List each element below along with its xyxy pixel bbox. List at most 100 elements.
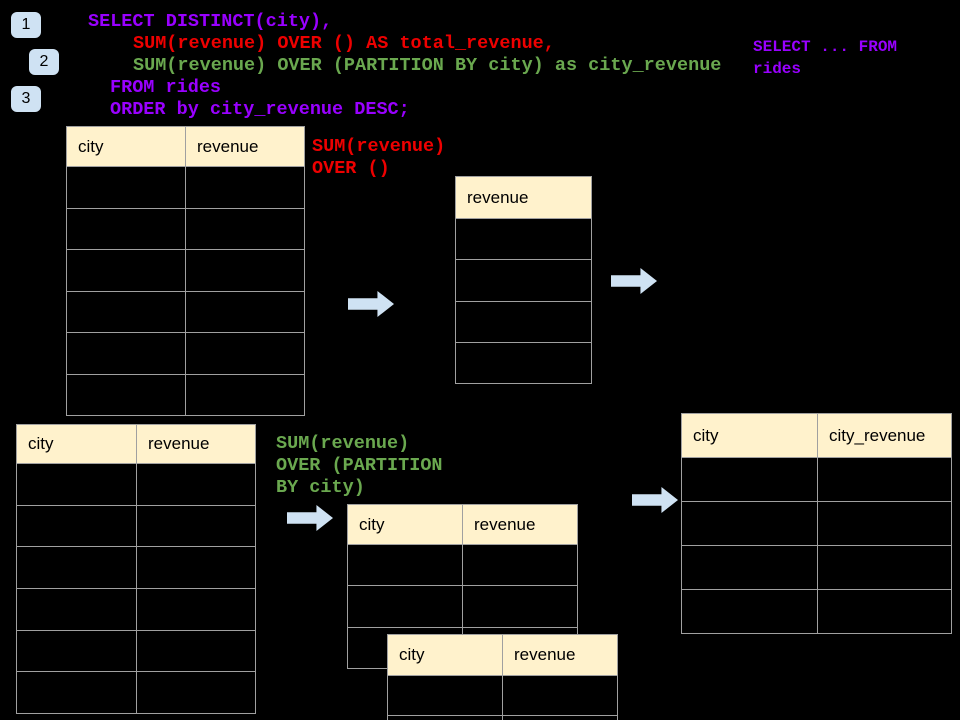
table-cell: [137, 464, 256, 506]
table-cell: [682, 502, 818, 546]
table-cell: [186, 291, 305, 333]
sql-line-sum-over-total: SUM(revenue) OVER () AS total_revenue,: [133, 33, 555, 54]
table-cell: [818, 590, 952, 634]
table-row: [388, 716, 618, 720]
table-cell: [348, 586, 463, 628]
table-row: [67, 333, 305, 375]
column-header: revenue: [456, 177, 592, 219]
side-code-select-from-rides: SELECT ... FROM rides: [753, 38, 898, 78]
column-header: revenue: [503, 635, 618, 676]
table-cell: [456, 219, 592, 261]
table-cell: [682, 546, 818, 590]
table-row: [348, 586, 578, 628]
table-cell: [503, 716, 618, 720]
sql-line-select: SELECT DISTINCT(city),: [88, 11, 333, 32]
table-cell: [186, 333, 305, 375]
table-total-revenue: revenue: [455, 176, 592, 385]
table-row: [17, 547, 256, 590]
column-header: revenue: [137, 425, 256, 464]
table-cell: [682, 458, 818, 502]
table-cell: [137, 505, 256, 548]
table-row: [17, 505, 256, 548]
table-cell: [17, 630, 137, 673]
flow-arrow-icon: [632, 487, 678, 513]
table-row: [456, 219, 592, 261]
step-badge-3: 3: [11, 86, 41, 112]
table-cell: [818, 546, 952, 590]
table-row: [682, 458, 952, 502]
table-cell: [186, 374, 305, 416]
column-header: city: [17, 425, 137, 464]
annotation-sum-over-total: SUM(revenue) OVER (): [312, 136, 446, 179]
table-cell: [17, 464, 137, 506]
table-cell: [388, 676, 503, 716]
table-cell: [682, 590, 818, 634]
table-cell: [67, 250, 186, 292]
column-header: city: [67, 127, 186, 167]
table-cell: [67, 208, 186, 250]
table-cell: [137, 547, 256, 590]
step-badge-1: 1: [11, 12, 41, 38]
table-cell: [137, 589, 256, 631]
table-row: [67, 291, 305, 333]
table-row: [67, 374, 305, 416]
table-cell: [137, 672, 256, 715]
table-header-row: revenue: [456, 177, 592, 219]
table-cell: [67, 374, 186, 416]
flow-arrow-icon: [611, 268, 657, 294]
table-row: [456, 301, 592, 343]
sql-line-sum-over-partition: SUM(revenue) OVER (PARTITION BY city) as…: [133, 55, 722, 76]
table-row: [67, 167, 305, 209]
table-cell: [503, 676, 618, 716]
column-header: city: [682, 414, 818, 458]
column-header: city_revenue: [818, 414, 952, 458]
table-cell: [463, 545, 578, 587]
sql-line-order-by: ORDER by city_revenue DESC;: [110, 99, 410, 120]
table-cell: [67, 167, 186, 209]
table-cell: [818, 458, 952, 502]
column-header: city: [388, 635, 503, 676]
table-cell: [17, 672, 137, 715]
flow-arrow-icon: [287, 505, 333, 531]
table-row: [67, 250, 305, 292]
table-row: [682, 546, 952, 590]
sql-line-from: FROM rides: [110, 77, 222, 98]
table-cell: [67, 333, 186, 375]
annotation-sum-over-partition: SUM(revenue) OVER (PARTITION BY city): [276, 433, 443, 498]
table-cell: [463, 586, 578, 628]
column-header: revenue: [186, 127, 305, 167]
table-row: [17, 630, 256, 673]
flow-arrow-icon: [348, 291, 394, 317]
table-row: [456, 260, 592, 302]
table-cell: [186, 208, 305, 250]
table-cell: [137, 630, 256, 673]
table-cell: [348, 545, 463, 587]
table-row: [456, 342, 592, 385]
table-row: [17, 464, 256, 506]
table-row: [388, 676, 618, 716]
table-row: [17, 589, 256, 631]
table-cell: [17, 589, 137, 631]
table-row: [17, 672, 256, 715]
step-badge-2: 2: [29, 49, 59, 75]
table-cell: [388, 716, 503, 720]
table-cell: [818, 502, 952, 546]
table-cell: [456, 301, 592, 343]
table-cell: [456, 260, 592, 302]
table-cell: [17, 547, 137, 590]
column-header: revenue: [463, 505, 578, 545]
table-cell: [456, 342, 592, 385]
table-cell: [186, 250, 305, 292]
table-cell: [186, 167, 305, 209]
table-cell: [67, 291, 186, 333]
table-cell: [17, 505, 137, 548]
